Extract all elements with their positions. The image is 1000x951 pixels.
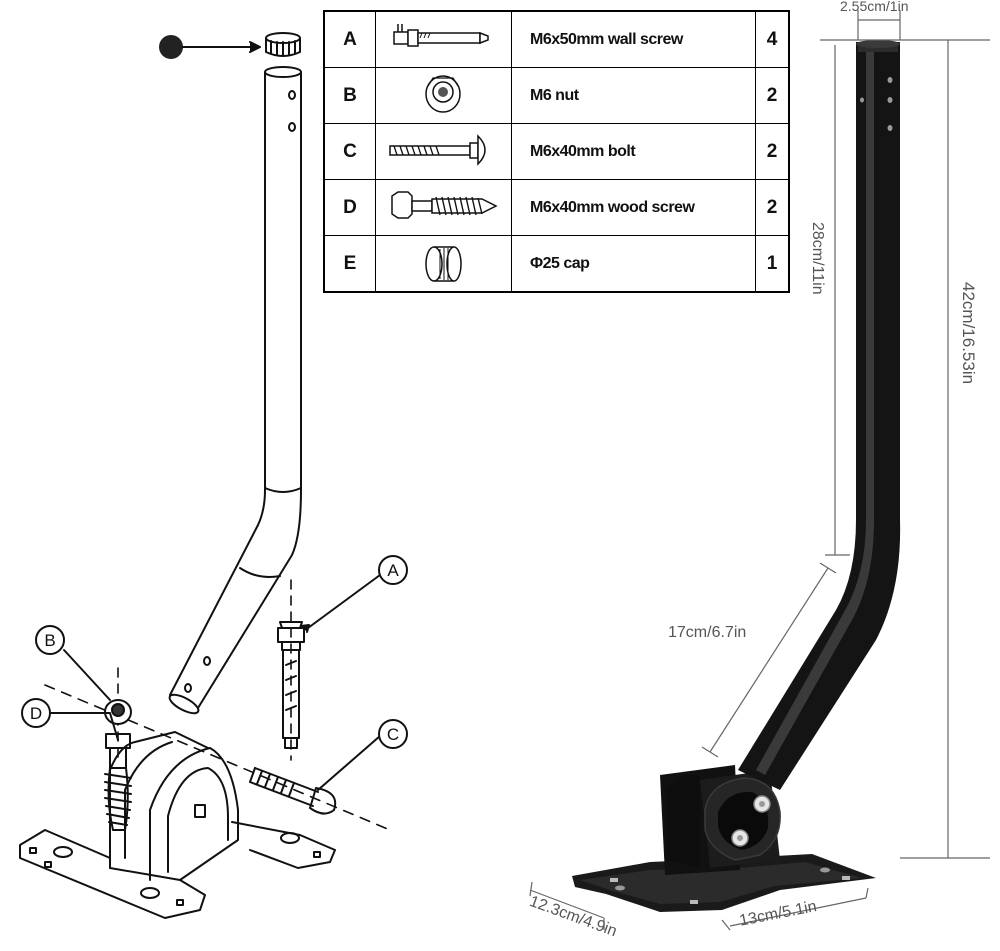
- part-name: M6x40mm bolt: [511, 123, 756, 180]
- nut-icon: [375, 67, 512, 124]
- part-letter: C: [323, 123, 376, 180]
- table-row: E Φ25 cap 1: [323, 235, 790, 293]
- part-qty: 1: [755, 235, 790, 293]
- part-name: Φ25 cap: [511, 235, 756, 293]
- base-bracket-part: [19, 731, 336, 919]
- total-height-dimension: 42cm/16.53in: [959, 282, 978, 385]
- callout-d-label: D: [30, 704, 42, 723]
- table-row: C M6x40mm bolt 2: [323, 123, 790, 180]
- wood-screw-icon: [375, 179, 512, 236]
- cap-icon: [375, 235, 512, 293]
- black-mount-photo: [572, 40, 901, 912]
- callout-b-label: B: [44, 631, 55, 650]
- callout-d: [21, 698, 51, 728]
- callout-a: [378, 555, 408, 585]
- part-qty: 4: [755, 10, 790, 68]
- wall-screw-icon: [375, 10, 512, 68]
- wall-screw-part: [277, 621, 305, 749]
- part-qty: 2: [755, 67, 790, 124]
- part-name: M6x40mm wood screw: [511, 179, 756, 236]
- table-row: A M6x50mm wall screw 4: [323, 10, 790, 68]
- cap-part: [265, 32, 301, 57]
- bend-length-dimension: 17cm/6.7in: [668, 624, 747, 641]
- bolt-part: [249, 767, 337, 815]
- parts-table: A M6x50mm wall screw 4 B M6 nut 2: [323, 10, 790, 293]
- pole-part: [168, 66, 302, 715]
- part-letter: B: [323, 67, 376, 124]
- part-name: M6x50mm wall screw: [511, 10, 756, 68]
- part-qty: 2: [755, 179, 790, 236]
- table-row: D M6x40mm wood screw 2: [323, 179, 790, 236]
- diameter-dimension: 2.55cm/1in: [840, 0, 909, 14]
- cap-callout-dot: [159, 35, 183, 59]
- table-row: B M6 nut 2: [323, 67, 790, 124]
- callout-c: [378, 719, 408, 749]
- dimension-lines: [529, 10, 990, 931]
- bolt-icon: [375, 123, 512, 180]
- callout-c-label: C: [387, 725, 399, 744]
- upper-length-dimension: 28cm/11in: [809, 222, 826, 295]
- callout-b: [35, 625, 65, 655]
- wood-screw-part: [104, 733, 132, 831]
- callout-a-label: A: [387, 561, 399, 580]
